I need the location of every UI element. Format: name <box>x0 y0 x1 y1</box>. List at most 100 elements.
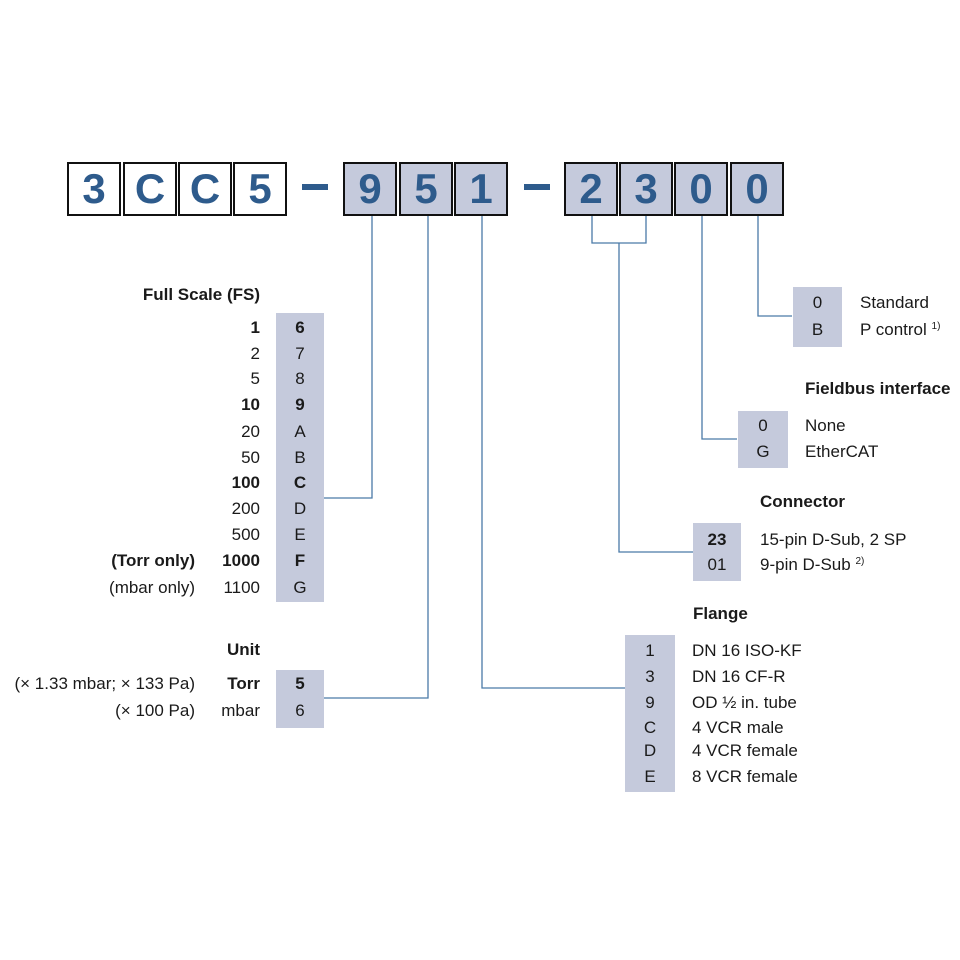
line-fullscale <box>323 216 373 499</box>
option-label: P control 1) <box>860 317 940 343</box>
flange-label: 4 VCR male <box>692 715 784 741</box>
fullscale-code: C <box>293 473 307 492</box>
flange-label-text: OD ½ in. tube <box>692 693 797 712</box>
unit-code-column <box>276 670 324 728</box>
connector-label: 9-pin D-Sub 2) <box>760 552 864 578</box>
fullscale-value: 1100 <box>223 578 260 597</box>
line-flange <box>481 216 625 689</box>
pn-digit-fieldbus: 0 <box>674 162 728 216</box>
fullscale-code: G <box>293 578 307 597</box>
line-connector <box>618 243 693 553</box>
flange-code: D <box>643 741 657 760</box>
option-label: Standard <box>860 290 929 316</box>
flange-code: 3 <box>645 667 655 686</box>
fullscale-code: D <box>293 499 307 518</box>
fullscale-value: 10 <box>241 395 260 414</box>
connector-code: 01 <box>707 555 727 574</box>
pn-digit-3: C <box>178 162 232 216</box>
pn-digit-4: 5 <box>233 162 287 216</box>
fullscale-value: 50 <box>241 448 260 467</box>
unit-value: Torr <box>227 674 260 693</box>
pn-digit-1: 3 <box>67 162 121 216</box>
fullscale-code: 6 <box>295 318 305 337</box>
fullscale-code: 9 <box>295 395 305 414</box>
fullscale-value: 1 <box>250 318 260 337</box>
unit-title: Unit <box>226 640 260 659</box>
option-footnote-mark: 1) <box>931 321 941 332</box>
line-connector-bracket <box>591 216 647 244</box>
connector-code-column <box>693 523 741 581</box>
fieldbus-label: None <box>805 413 846 439</box>
pn-digit-flange: 1 <box>454 162 508 216</box>
option-code: B <box>811 320 824 339</box>
fullscale-code: B <box>294 448 306 467</box>
fullscale-value: 5 <box>250 369 260 388</box>
flange-label: 8 VCR female <box>692 764 798 790</box>
fullscale-note: (Torr only) <box>111 551 195 570</box>
connector-label: 15-pin D-Sub, 2 SP <box>760 527 906 553</box>
fieldbus-title: Fieldbus interface <box>805 379 951 398</box>
pn-separator-1 <box>302 184 328 190</box>
fullscale-value: 2 <box>250 344 260 363</box>
fullscale-value: 500 <box>231 525 260 544</box>
option-code: 0 <box>812 293 823 312</box>
line-option <box>757 216 792 317</box>
fullscale-value: 20 <box>241 422 260 441</box>
fieldbus-code: 0 <box>758 416 768 435</box>
pn-digit-unit: 5 <box>399 162 453 216</box>
fullscale-code-column <box>276 313 324 602</box>
pn-digit-option: 0 <box>730 162 784 216</box>
unit-code: 5 <box>295 674 305 693</box>
unit-code: 6 <box>295 701 305 720</box>
fieldbus-label: EtherCAT <box>805 439 878 465</box>
option-label-text: Standard <box>860 293 929 312</box>
unit-note: (× 1.33 mbar; × 133 Pa) <box>14 674 196 693</box>
fullscale-code: 8 <box>295 369 305 388</box>
flange-label-text: 4 VCR female <box>692 741 798 760</box>
fieldbus-code-column <box>738 411 788 468</box>
pn-digit-connector-2: 3 <box>619 162 673 216</box>
flange-code-column <box>625 635 675 792</box>
flange-label: OD ½ in. tube <box>692 690 797 716</box>
option-label-text: P control <box>860 320 927 339</box>
unit-note: (× 100 Pa) <box>115 701 195 720</box>
flange-code: 1 <box>645 641 655 660</box>
flange-label: 4 VCR female <box>692 738 798 764</box>
fieldbus-code: G <box>756 442 770 461</box>
flange-label-text: DN 16 ISO-KF <box>692 641 802 660</box>
flange-label: DN 16 ISO-KF <box>692 638 802 664</box>
fullscale-value: 100 <box>231 473 260 492</box>
flange-code: C <box>643 718 657 737</box>
connector-footnote-mark: 2) <box>855 556 865 567</box>
fullscale-code: E <box>294 525 306 544</box>
unit-value: mbar <box>221 701 260 720</box>
pn-separator-2 <box>524 184 550 190</box>
pn-digit-connector-1: 2 <box>564 162 618 216</box>
flange-label-text: 4 VCR male <box>692 718 784 737</box>
fieldbus-label-text: EtherCAT <box>805 442 879 461</box>
flange-label-text: 8 VCR female <box>692 767 798 786</box>
pn-digit-fullscale: 9 <box>343 162 397 216</box>
fieldbus-label-text: None <box>805 416 846 435</box>
option-code-column <box>793 287 842 347</box>
fullscale-value: 1000 <box>222 551 260 570</box>
fullscale-code: 7 <box>295 344 305 363</box>
flange-label-text: DN 16 CF-R <box>692 667 786 686</box>
fullscale-title: Full Scale (FS) <box>142 285 260 304</box>
flange-title: Flange <box>693 604 748 623</box>
fullscale-note: (mbar only) <box>109 578 195 597</box>
connector-title: Connector <box>760 492 845 511</box>
connector-code: 23 <box>707 530 727 549</box>
connector-label-text: 9-pin D-Sub <box>760 555 851 574</box>
pn-digit-2: C <box>123 162 177 216</box>
line-fieldbus <box>701 216 737 440</box>
fullscale-value: 200 <box>231 499 260 518</box>
fullscale-code: F <box>294 551 306 570</box>
connector-label-text: 15-pin D-Sub, 2 SP <box>760 530 907 549</box>
flange-code: 9 <box>645 693 655 712</box>
fullscale-code: A <box>294 422 306 441</box>
line-unit <box>323 216 429 699</box>
flange-code: E <box>644 767 656 786</box>
flange-label: DN 16 CF-R <box>692 664 786 690</box>
